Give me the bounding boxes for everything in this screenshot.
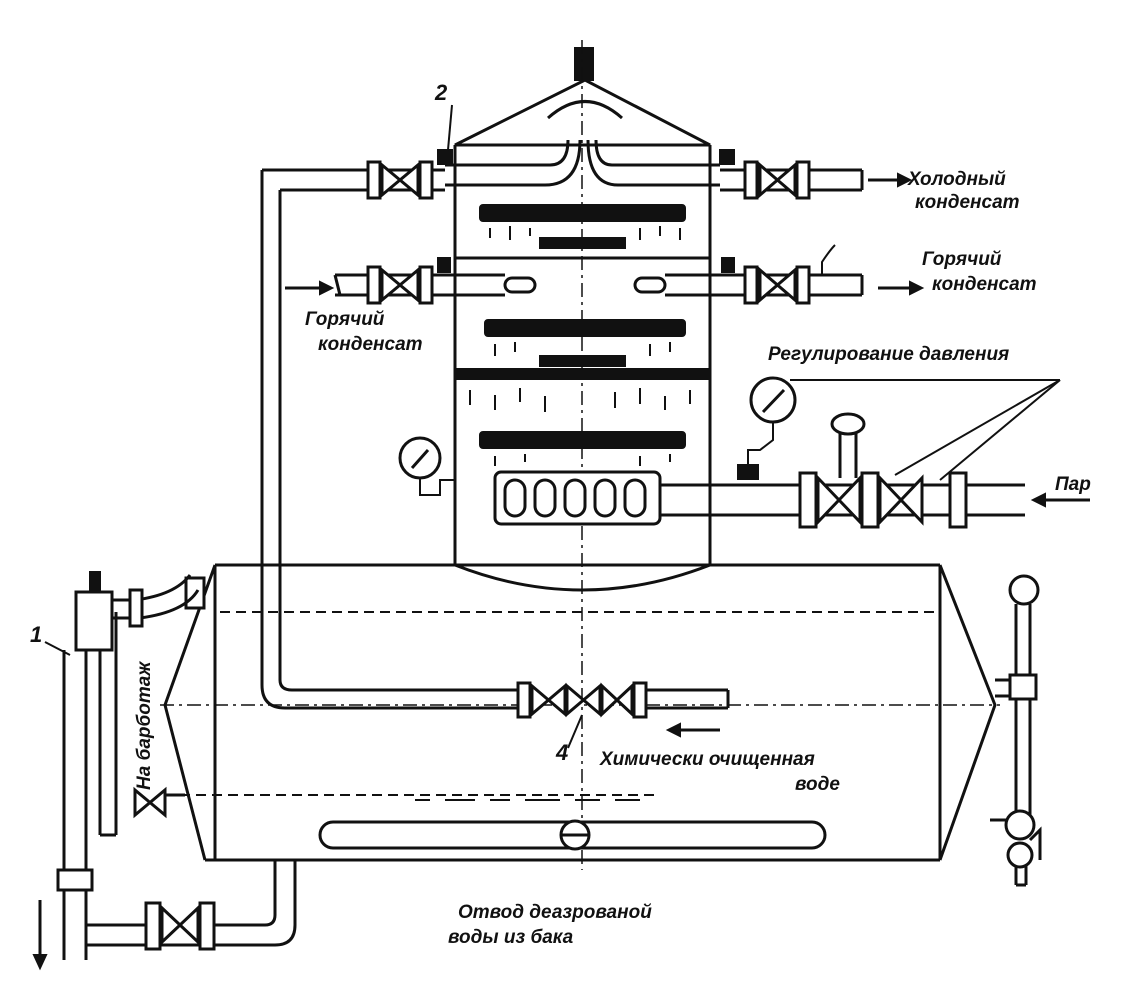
hot-condensate-piping [285,244,925,305]
label-cold-condensate-line2: конденсат [915,192,1020,213]
valve-cold-right [758,161,797,199]
deaerated-water-outlet [86,860,297,951]
level-gauge [990,574,1042,887]
flange [366,160,382,200]
label-steam: Пар [1055,474,1091,495]
valve-chem-3 [600,682,634,718]
label-to-barbotage: На барботаж [134,661,155,790]
top-vent-fitting [574,47,594,81]
tray-5 [479,431,686,449]
steam-valve-1 [816,474,862,526]
label-deaerated-outlet-line1: Отвод деазрованой [458,902,652,923]
label-pressure-regulation: Регулирование давления [768,344,1009,365]
fitting-2 [437,149,453,165]
callout-1: 1 [30,622,42,647]
drain-valve [160,904,200,946]
hydraulic-seal [32,571,200,971]
label-cold-condensate-line1: Холодный [907,169,1006,190]
tray-2 [539,237,626,249]
stage-divider-2 [454,368,711,380]
tray-3 [484,319,686,337]
tray-4 [539,355,626,367]
steam-valve-2 [878,474,924,526]
deaerator-column [398,40,720,870]
hot-condensate-nozzle-left [503,276,537,294]
cold-condensate-piping [262,104,913,200]
tray-1 [479,204,686,222]
valve-hot-left [380,266,420,304]
callout-2: 2 [434,80,448,105]
cold-condensate-bypass [260,170,730,749]
top-vent-dome [547,100,623,120]
valve-hot-right [758,266,797,304]
thermometer [821,244,836,275]
steam-piping [660,376,1090,529]
label-hot-condensate-right-line2: конденсат [932,274,1037,295]
label-chem-water-line2: воде [795,774,840,795]
column-cap [454,78,711,147]
storage-tank [160,563,1000,862]
label-deaerated-outlet-line2: воды из бака [448,927,574,948]
label-hot-condensate-right-line1: Горячий [922,249,1002,270]
tank-right-head [938,564,997,861]
pressure-regulator [830,412,866,436]
hot-condensate-nozzle-right [633,276,667,294]
valve-chem-2 [565,682,602,718]
valve-cold-left [380,161,420,199]
seal-vessel [74,590,114,652]
label-chem-water-line1: Химически очищенная [599,749,815,770]
callout-4: 4 [555,740,568,765]
label-hot-condensate-left-line2: конденсат [318,334,423,355]
label-hot-condensate-left-line1: Горячий [305,309,385,330]
valve-chem-1 [530,682,567,718]
